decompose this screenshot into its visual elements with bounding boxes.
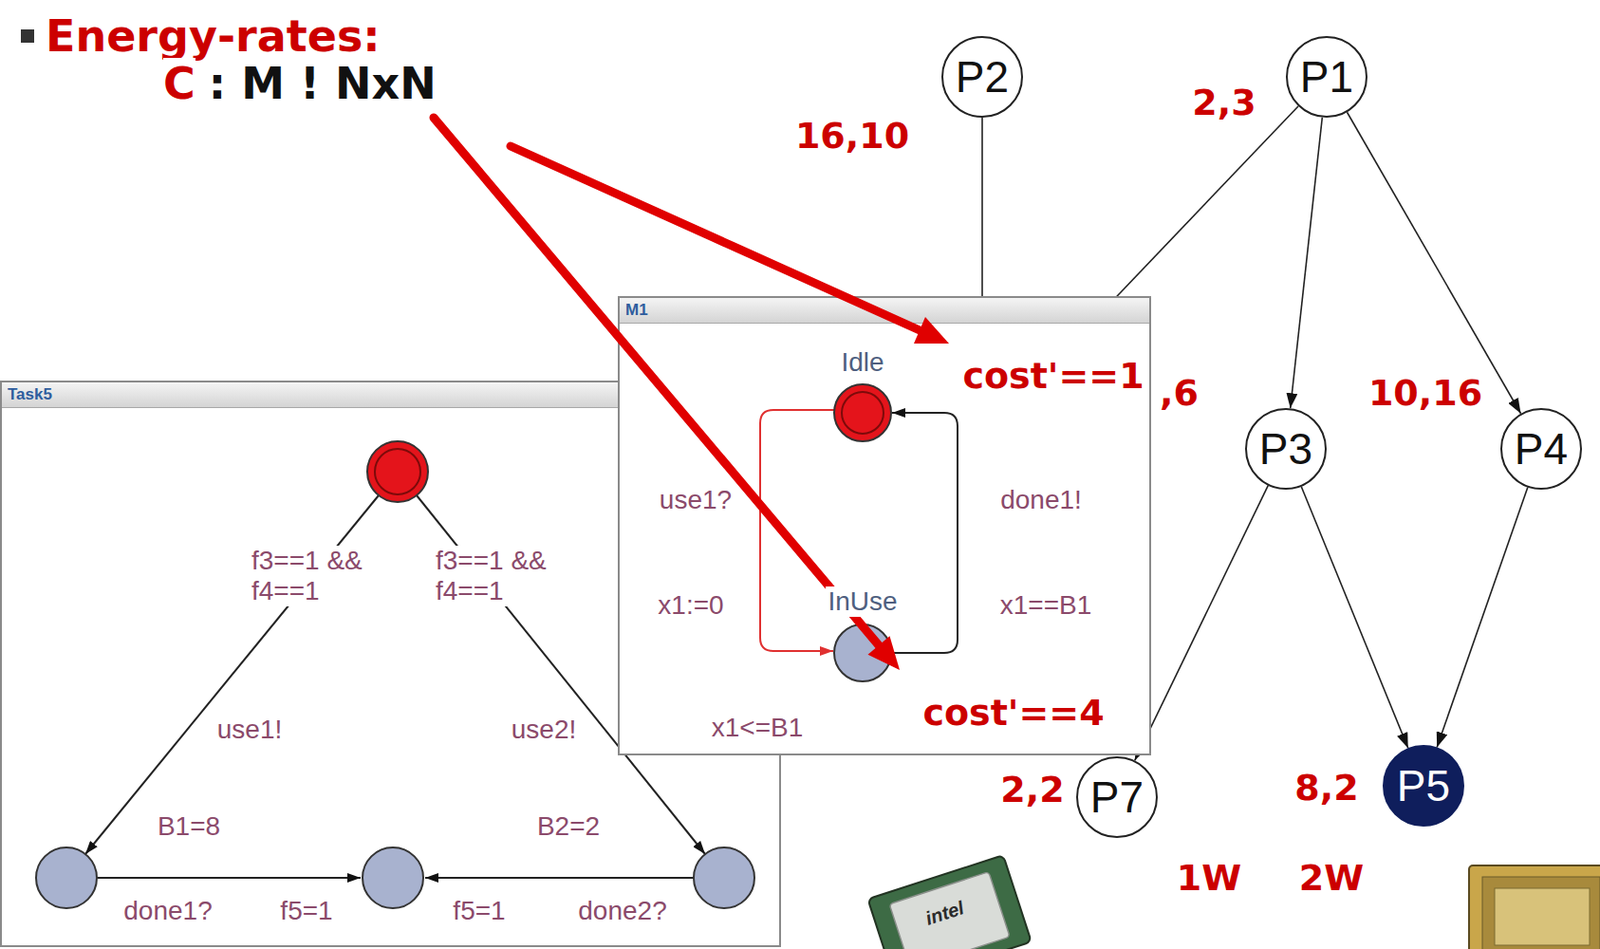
dependency-arrow [1436,487,1528,748]
location-circle [693,847,755,909]
automaton-drawing [760,384,958,682]
task-node: P3 [1245,408,1327,490]
intel-chip [867,855,1031,949]
window-title: Task5 [1,382,53,408]
guard-label: f3==1 && f4==1 [433,545,561,607]
sync-label: done2? [576,895,669,927]
dependency-arrow [1346,111,1521,413]
location-circle [36,847,97,909]
cost-pair: 2,3 [1190,81,1258,124]
location-circle [834,624,892,682]
cost-pair: 10,16 [1366,372,1485,414]
task-name: P5 [1396,761,1451,812]
location-circle [362,847,424,909]
cost-rate: cost'==1 [960,354,1146,397]
assignment-label: x1:=0 [655,590,726,621]
task-node: P1 [1285,36,1368,118]
assignment-label: B1=8 [155,811,223,842]
cost-pair: 2,2 [998,768,1066,811]
intel-chip [867,855,1031,949]
task-node: P4 [1500,408,1582,490]
bullet-heading: Energy-rates: [45,10,381,62]
processor-chip [1469,865,1600,949]
transition-line [96,876,361,879]
graph-line [1100,106,1299,314]
graph-line [981,117,984,314]
power-label: 1W [1174,856,1244,899]
processor-chip [1494,888,1590,946]
power-label: 2W [1297,856,1366,899]
intel-chip [889,872,1010,949]
task-name: P3 [1259,424,1313,475]
cost-pair: 8,2 [1292,766,1360,809]
cost-pair: 16,10 [793,114,912,157]
guard-label: x1==B1 [998,590,1095,621]
location-name: InUse [825,586,899,617]
formula-text: : M ! NxN [208,57,437,110]
sync-label: use2! [509,714,579,745]
initial-location [841,391,884,434]
processor-chip [1469,865,1600,949]
window-title: M1 [619,297,649,323]
task-node: P2 [941,36,1024,118]
assignment-label: B2=2 [535,811,602,842]
assignment-label: f5=1 [278,895,335,927]
formula-symbol: C [163,57,196,110]
transition-line [425,876,694,879]
sync-label: use1! [215,714,285,745]
task-node: P5 [1382,744,1465,827]
transition-line [760,409,835,652]
processor-chip [1482,876,1600,949]
sync-label: done1! [998,484,1084,516]
assignment-label: f5=1 [450,895,507,927]
bullet-square [20,29,35,43]
task-name: P4 [1514,424,1568,475]
location-name: Idle [838,347,886,378]
task-name: P7 [1090,772,1144,823]
dependency-arrow [1301,486,1408,748]
transition-line [891,412,958,653]
initial-location [834,384,892,442]
transition-line [85,495,379,855]
guard-label: f3==1 && f4==1 [249,545,377,607]
task-name: P2 [955,52,1009,103]
sync-label: use1? [657,484,734,516]
initial-location [374,448,421,495]
sync-label: done1? [121,895,214,927]
dependency-arrow [1290,117,1323,410]
task-node: P7 [1076,756,1158,838]
cost-pair: ,6 [1157,372,1201,414]
task-name: P1 [1300,52,1354,103]
cost-rate: cost'==4 [920,691,1106,734]
window-title-bar: M1 [619,297,1150,324]
dependency-arrow [1134,485,1268,762]
invariant-label: x1<=B1 [709,712,806,744]
initial-location [367,441,428,503]
